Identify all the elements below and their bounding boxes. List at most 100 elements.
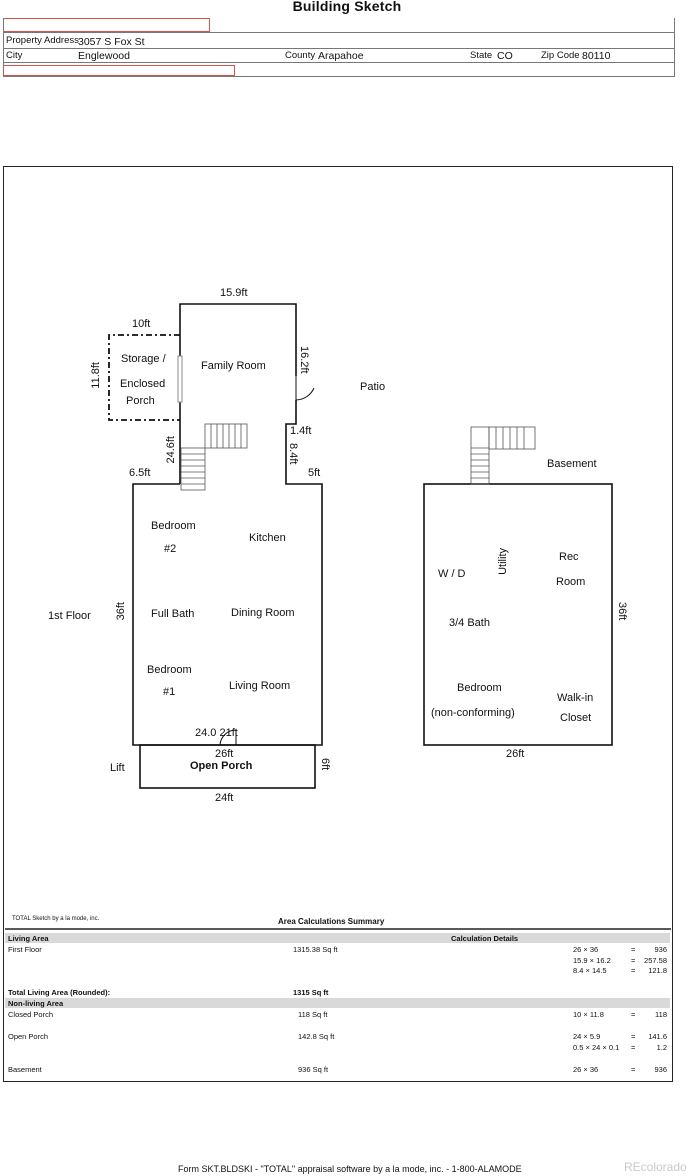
basement-label: Basement	[547, 458, 597, 470]
calc-expr: 26 × 36	[573, 945, 599, 954]
calc-expr: 0.5 × 24 × 0.1	[573, 1043, 620, 1052]
header-divider	[3, 62, 675, 63]
room-bedroom1-num: #1	[163, 686, 176, 698]
room-wd: W / D	[438, 568, 466, 580]
room-bedroom2: Bedroom	[151, 520, 196, 532]
dim-jog-right: 1.4ft	[290, 425, 312, 437]
room-storage: Storage /	[121, 353, 166, 365]
city-value: Englewood	[78, 50, 130, 62]
calc-value: 936	[654, 1065, 667, 1074]
floor-plan-drawing	[5, 303, 671, 930]
room-living: Living Room	[229, 680, 291, 692]
room-closet: Closet	[560, 712, 592, 724]
calc-expr: 15.9 × 16.2	[573, 956, 611, 965]
total-living-label: Total Living Area (Rounded):	[8, 988, 111, 997]
dim-first-floor-height: 36ft	[115, 602, 127, 621]
family-room-wall	[132, 400, 323, 746]
dim-family-height: 16.2ft	[298, 346, 310, 374]
dim-basement-height: 36ft	[616, 602, 628, 621]
first-floor-row-area: 1315.38 Sq ft	[293, 945, 338, 954]
calc-eq: =	[631, 1065, 636, 1074]
patio-label: Patio	[360, 381, 386, 393]
basement-stairs	[470, 426, 536, 485]
calc-value: 1.2	[656, 1043, 667, 1052]
state-label: State	[470, 50, 493, 61]
calc-value: 936	[654, 945, 667, 954]
dim-stair-height: 24.6ft	[165, 436, 177, 464]
calc-details-heading: Calculation Details	[451, 934, 519, 943]
non-living-header-bg	[5, 998, 670, 1008]
door-swing	[295, 376, 315, 401]
header-divider	[3, 48, 675, 49]
summary-title: Area Calculations Summary	[278, 917, 385, 926]
total-living-value: 1315 Sq ft	[293, 988, 329, 997]
header-border	[674, 18, 675, 76]
dim-storage-height: 11.8ft	[90, 362, 102, 389]
software-credit: TOTAL Sketch by a la mode, inc.	[12, 916, 100, 922]
stairs	[180, 423, 248, 491]
dim-porch-bottom: 24ft	[215, 792, 234, 804]
county-label: County	[285, 50, 316, 61]
dim-porch-side: 6ft	[319, 758, 331, 771]
property-address-value: 3057 S Fox St	[78, 36, 145, 48]
calc-value: 257.58	[644, 956, 667, 965]
county-value: Arapahoe	[318, 50, 364, 62]
open-porch-outline	[139, 744, 316, 789]
form-footer: Form SKT.BLDSKI - "TOTAL" appraisal soft…	[178, 1164, 522, 1174]
room-enclosed: Enclosed	[120, 378, 166, 390]
watermark: REcolorado	[624, 1160, 687, 1174]
first-floor-label: 1st Floor	[48, 610, 91, 622]
page-title: Building Sketch	[292, 0, 402, 14]
calc-eq: =	[631, 1032, 636, 1041]
storage-porch-wall	[108, 334, 180, 421]
room-open-porch: Open Porch	[190, 760, 253, 772]
zip-label: Zip Code	[541, 50, 580, 61]
basement-outline	[423, 483, 613, 746]
calc-eq: =	[631, 966, 636, 975]
room-rec: Rec	[559, 551, 579, 563]
living-area-heading: Living Area	[8, 934, 49, 943]
city-label: City	[6, 50, 23, 61]
room-bedroom1: Bedroom	[147, 664, 192, 676]
dim-right-step: 5ft	[308, 467, 321, 479]
family-room-wall	[179, 303, 297, 484]
header-divider	[3, 76, 675, 77]
closed-porch-area: 118 Sq ft	[298, 1010, 328, 1019]
lift-label: Lift	[110, 762, 125, 774]
room-rec-room: Room	[556, 576, 586, 588]
red-highlight-box	[3, 65, 235, 76]
basement-row-label: Basement	[8, 1065, 42, 1074]
header-border	[3, 18, 4, 76]
property-address-label: Property Address	[6, 35, 79, 46]
calc-eq: =	[631, 945, 636, 954]
basement-row-area: 936 Sq ft	[298, 1065, 329, 1074]
first-floor-row-label: First Floor	[8, 945, 42, 954]
calc-expr: 10 × 11.8	[573, 1010, 604, 1019]
room-kitchen: Kitchen	[249, 532, 286, 544]
header-divider	[3, 32, 675, 33]
calc-value: 118	[655, 1010, 667, 1019]
dim-bottom: 24.0 21ft	[195, 727, 238, 739]
state-value: CO	[497, 50, 513, 62]
calc-eq: =	[631, 956, 636, 965]
room-bedroom2-num: #2	[164, 543, 177, 555]
calc-value: 121.8	[648, 966, 667, 975]
living-area-header-bg	[5, 933, 670, 943]
calc-expr: 8.4 × 14.5	[573, 966, 607, 975]
sketch-frame	[3, 166, 673, 1082]
room-basement-bedroom: Bedroom	[457, 682, 502, 694]
calc-eq: =	[631, 1010, 636, 1019]
dim-basement-width: 26ft	[506, 748, 525, 760]
room-34-bath: 3/4 Bath	[449, 617, 490, 629]
room-porch: Porch	[126, 395, 155, 407]
room-utility: Utility	[497, 548, 509, 575]
room-full-bath: Full Bath	[151, 608, 195, 620]
calc-expr: 24 × 5.9	[573, 1032, 601, 1041]
open-porch-label: Open Porch	[8, 1032, 49, 1041]
calc-value: 141.6	[648, 1032, 667, 1041]
dim-left-step: 6.5ft	[129, 467, 151, 479]
dim-jog-right-height: 8.4ft	[287, 443, 299, 465]
window	[177, 355, 183, 403]
room-non-conforming: (non-conforming)	[431, 707, 515, 719]
open-porch-area: 142.8 Sq ft	[298, 1032, 335, 1041]
